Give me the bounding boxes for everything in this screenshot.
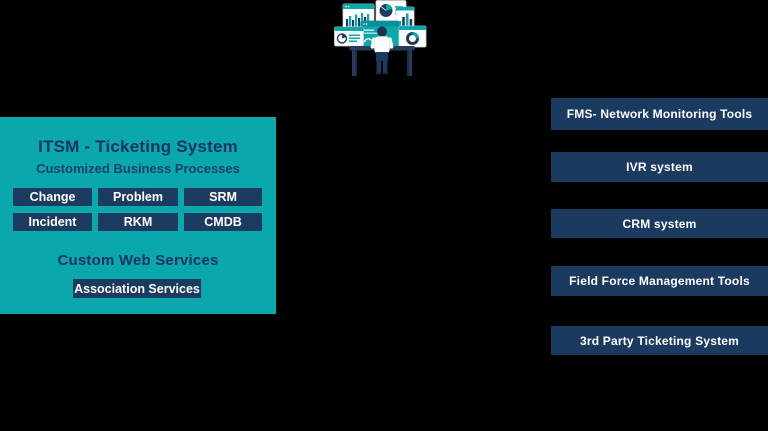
person-figure — [370, 26, 394, 75]
system-box-ivr: IVR system — [551, 152, 768, 182]
itsm-ticketing-panel: ITSM - Ticketing System Customized Busin… — [0, 117, 276, 314]
module-srm: SRM — [184, 188, 262, 206]
module-rkm: RKM — [98, 213, 178, 231]
dashboard-monitors-graphic — [334, 0, 427, 76]
monitor-column-chart-icon — [395, 6, 415, 31]
association-services-box: Association Services — [73, 279, 201, 298]
system-box-fms-network-monitoring: FMS- Network Monitoring Tools — [551, 98, 768, 130]
monitor-pie-report-icon — [334, 26, 364, 47]
monitor-donut-chart-icon — [398, 25, 427, 48]
module-incident: Incident — [13, 213, 92, 231]
custom-web-services-heading: Custom Web Services — [57, 252, 219, 269]
itsm-module-grid: Change Problem SRM Incident RKM CMDB — [13, 188, 262, 231]
system-box-field-force: Field Force Management Tools — [551, 266, 768, 296]
module-change: Change — [13, 188, 92, 206]
system-box-3rd-party-ticketing: 3rd Party Ticketing System — [551, 326, 768, 355]
analyst-illustration — [333, 0, 443, 80]
itsm-panel-title: ITSM - Ticketing System — [38, 137, 238, 156]
itsm-panel-subtitle: Customized Business Processes — [36, 161, 240, 176]
module-problem: Problem — [98, 188, 178, 206]
system-box-crm: CRM system — [551, 209, 768, 238]
module-cmdb: CMDB — [184, 213, 262, 231]
